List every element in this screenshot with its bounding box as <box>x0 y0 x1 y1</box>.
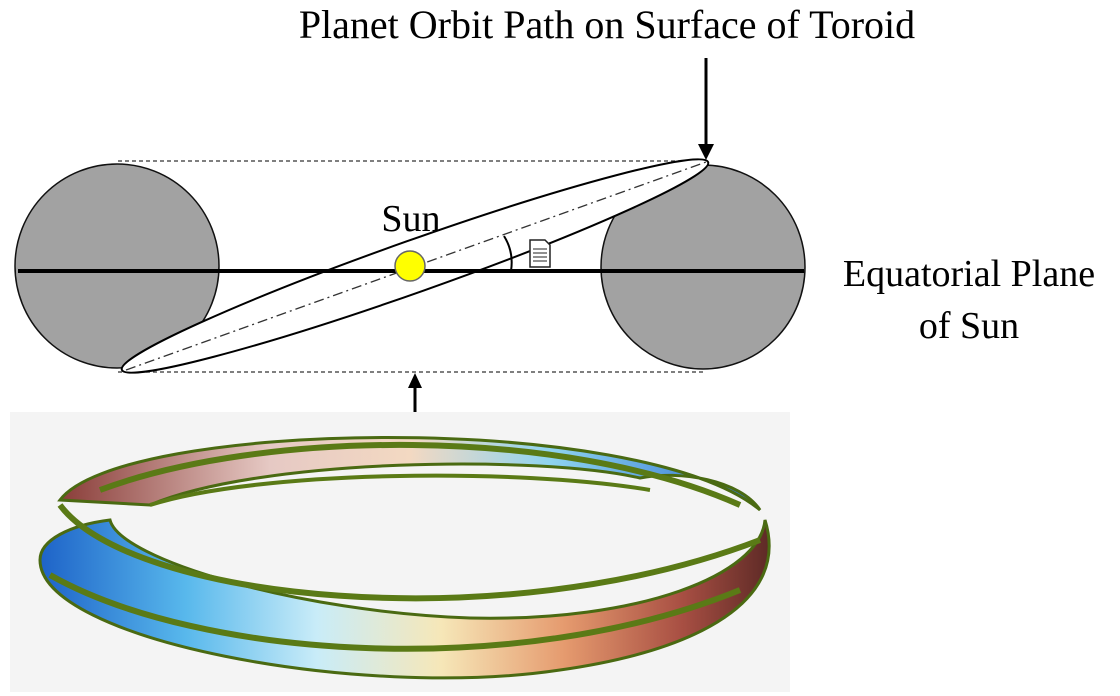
up-arrow-icon <box>408 373 422 412</box>
down-arrow-icon <box>698 58 714 160</box>
toroid-3d-rendering <box>10 412 790 692</box>
sun-label: Sun <box>381 198 440 240</box>
inclination-angle-arc <box>503 235 513 272</box>
left-torus-cross-section <box>14 163 220 369</box>
equatorial-plane-label-line1: Equatorial Plane <box>843 253 1095 295</box>
sun-marker <box>394 250 426 282</box>
equatorial-plane-label-line2: of Sun <box>919 305 1019 347</box>
document-icon <box>529 239 551 268</box>
diagram-title: Planet Orbit Path on Surface of Toroid <box>299 2 915 47</box>
